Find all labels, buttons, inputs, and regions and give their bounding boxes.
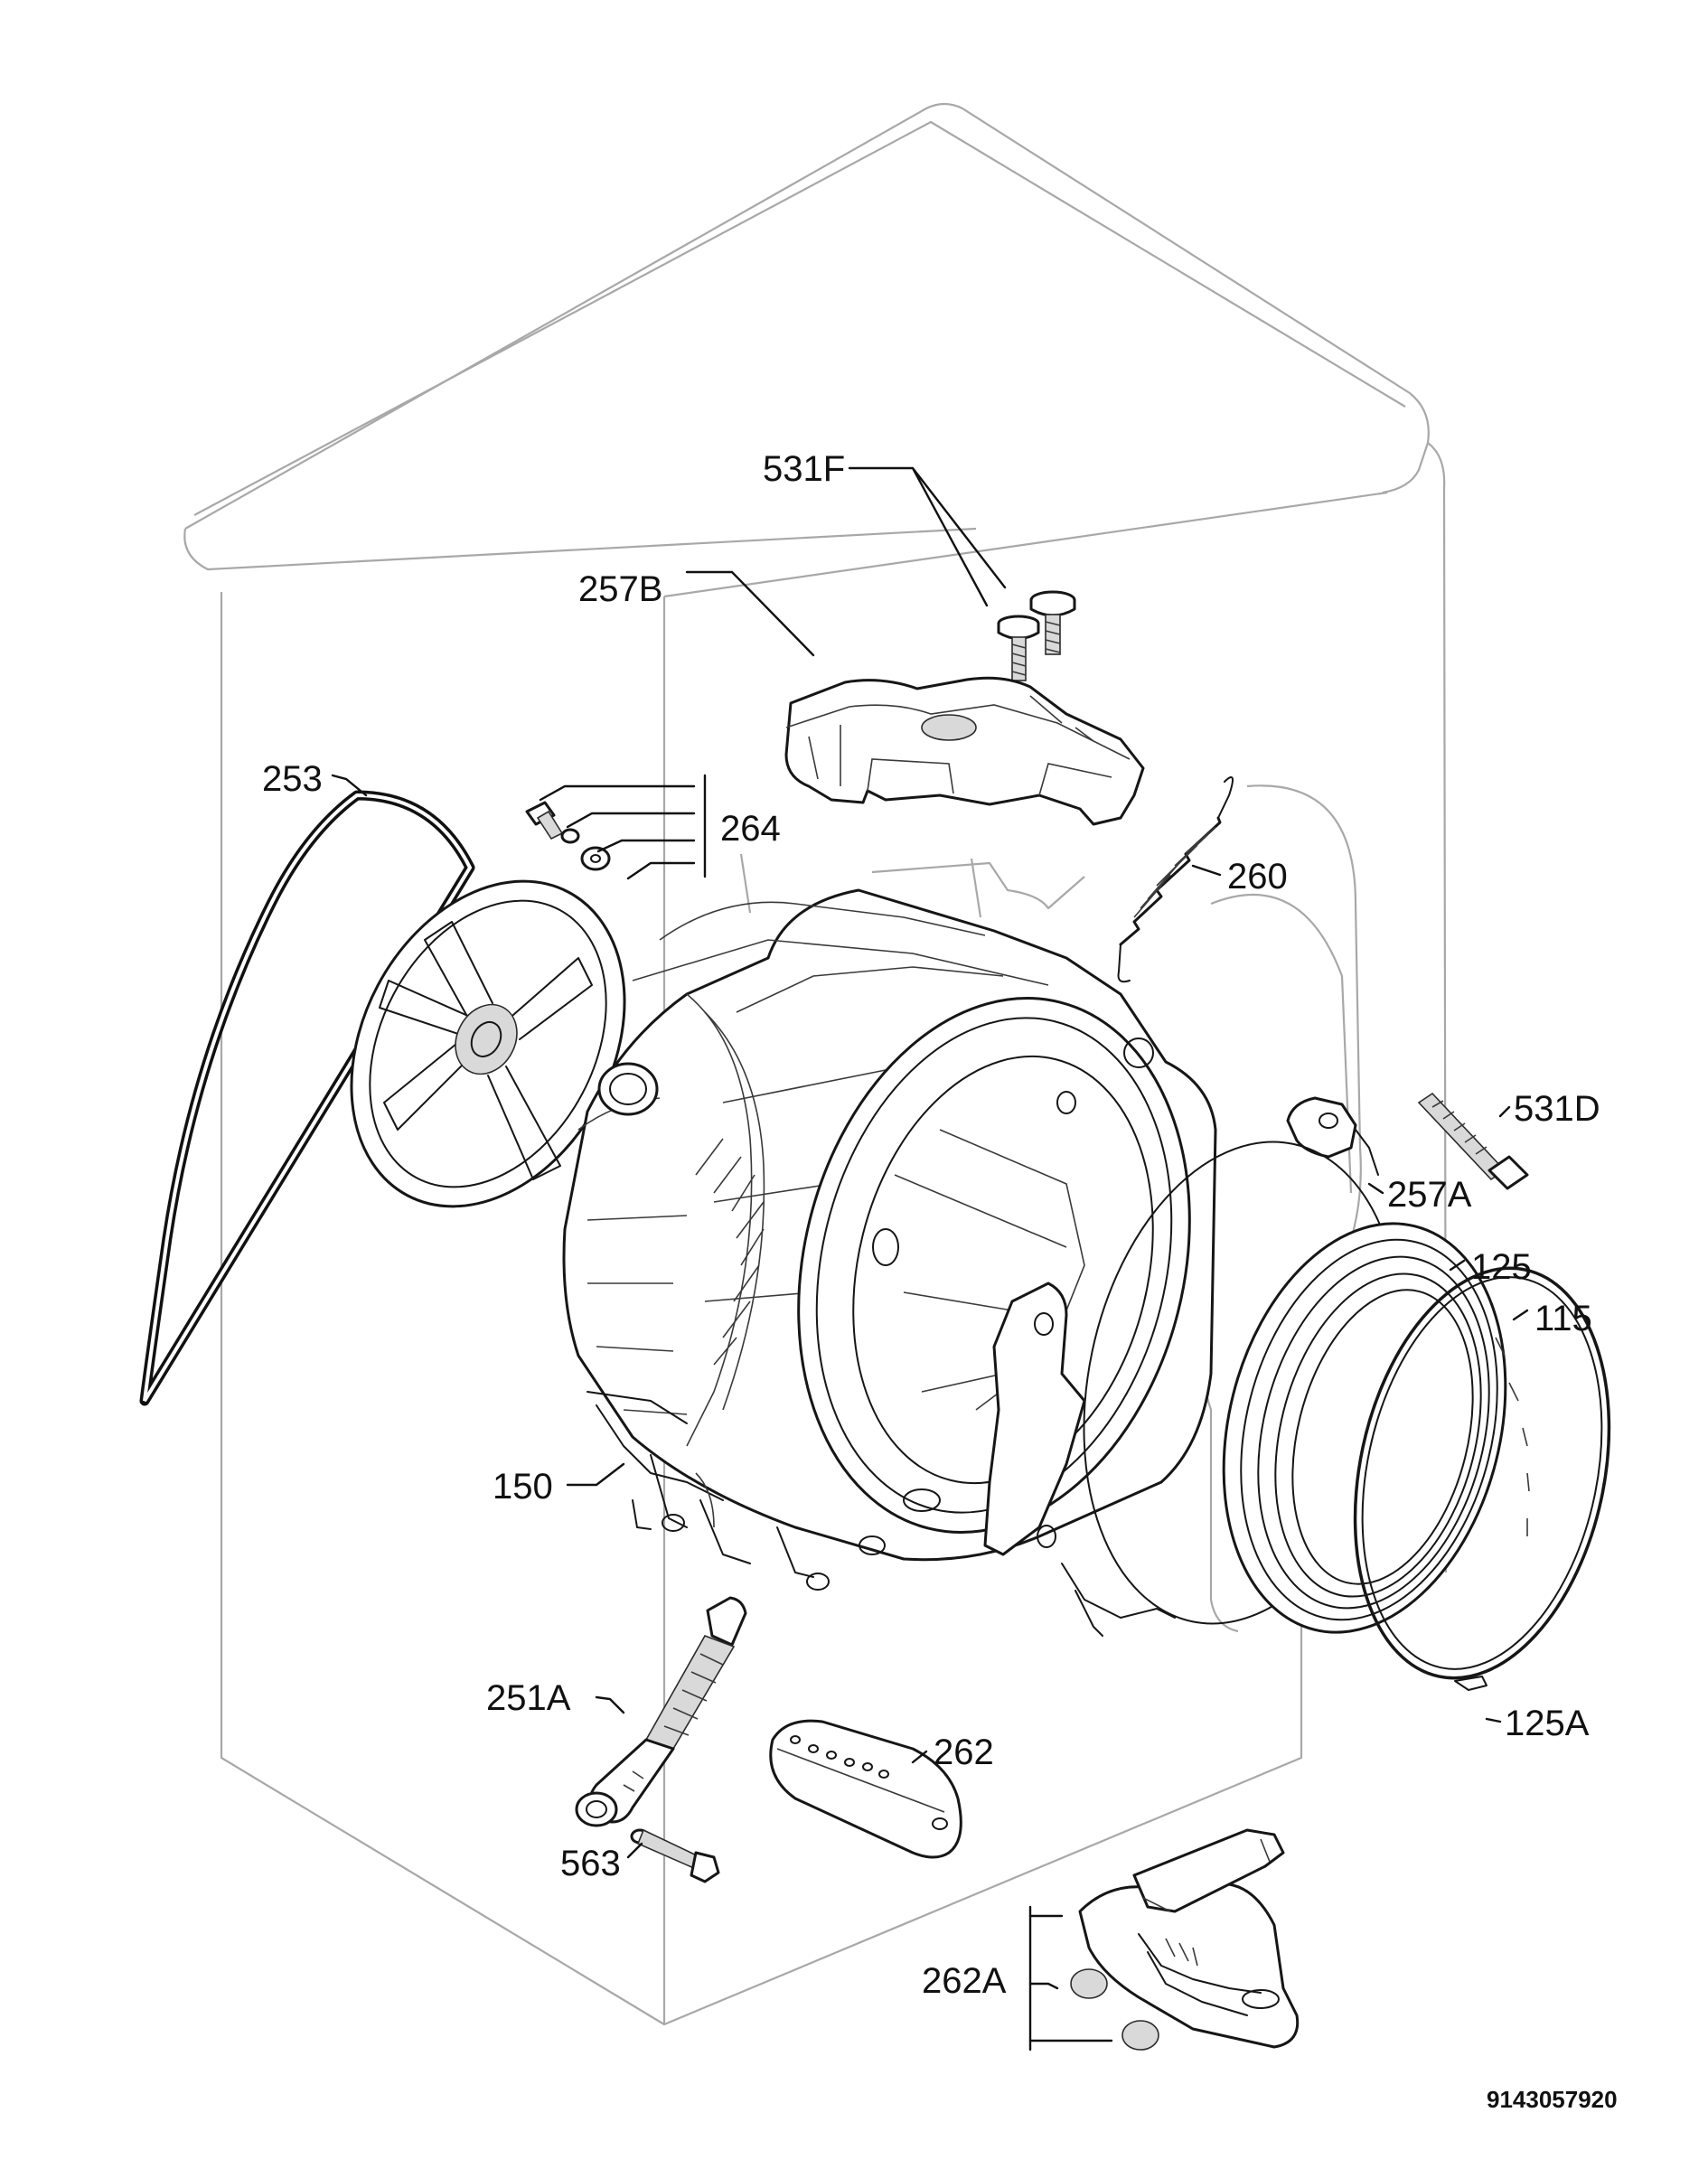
document-code: 9143057920: [1487, 2086, 1618, 2113]
screw-531d[interactable]: [1417, 1092, 1529, 1190]
label-531F: 531F: [763, 449, 845, 489]
label-150: 150: [493, 1467, 553, 1507]
bracket-257b[interactable]: [784, 676, 1145, 826]
label-125A: 125A: [1505, 1704, 1590, 1743]
label-262A: 262A: [922, 1961, 1007, 2001]
drum-pulley[interactable]: [297, 833, 679, 1254]
door-gasket-115[interactable]: [1183, 1194, 1546, 1663]
tub-assembly-150[interactable]: [562, 888, 1243, 1591]
clamp-125a[interactable]: [1319, 1244, 1645, 1702]
label-257B: 257B: [578, 569, 662, 609]
label-257A: 257A: [1387, 1175, 1472, 1215]
label-531D: 531D: [1514, 1089, 1600, 1129]
label-262: 262: [934, 1732, 994, 1772]
hinge-set-262a[interactable]: [1070, 1828, 1300, 2051]
label-260: 260: [1227, 857, 1288, 897]
leader-lines: [331, 466, 1529, 2052]
part-labels: 531F 257B 253 264 260 531D 257A 125 115 …: [262, 449, 1618, 2113]
label-115: 115: [1534, 1299, 1592, 1338]
label-264: 264: [720, 809, 781, 849]
bolt-washer-set-264[interactable]: [525, 801, 611, 871]
label-125: 125: [1471, 1247, 1532, 1287]
pin-563[interactable]: [630, 1828, 720, 1883]
screw-531f[interactable]: [997, 590, 1076, 681]
label-563: 563: [560, 1844, 621, 1883]
spring-260[interactable]: [1117, 776, 1234, 983]
label-253: 253: [262, 759, 323, 799]
front-bracket-257a[interactable]: [983, 1096, 1379, 1637]
shock-absorber-251a[interactable]: [575, 1596, 747, 1827]
filter-cover-262[interactable]: [769, 1719, 962, 1859]
label-251A: 251A: [486, 1678, 571, 1718]
drive-belt-253[interactable]: [139, 790, 475, 1406]
